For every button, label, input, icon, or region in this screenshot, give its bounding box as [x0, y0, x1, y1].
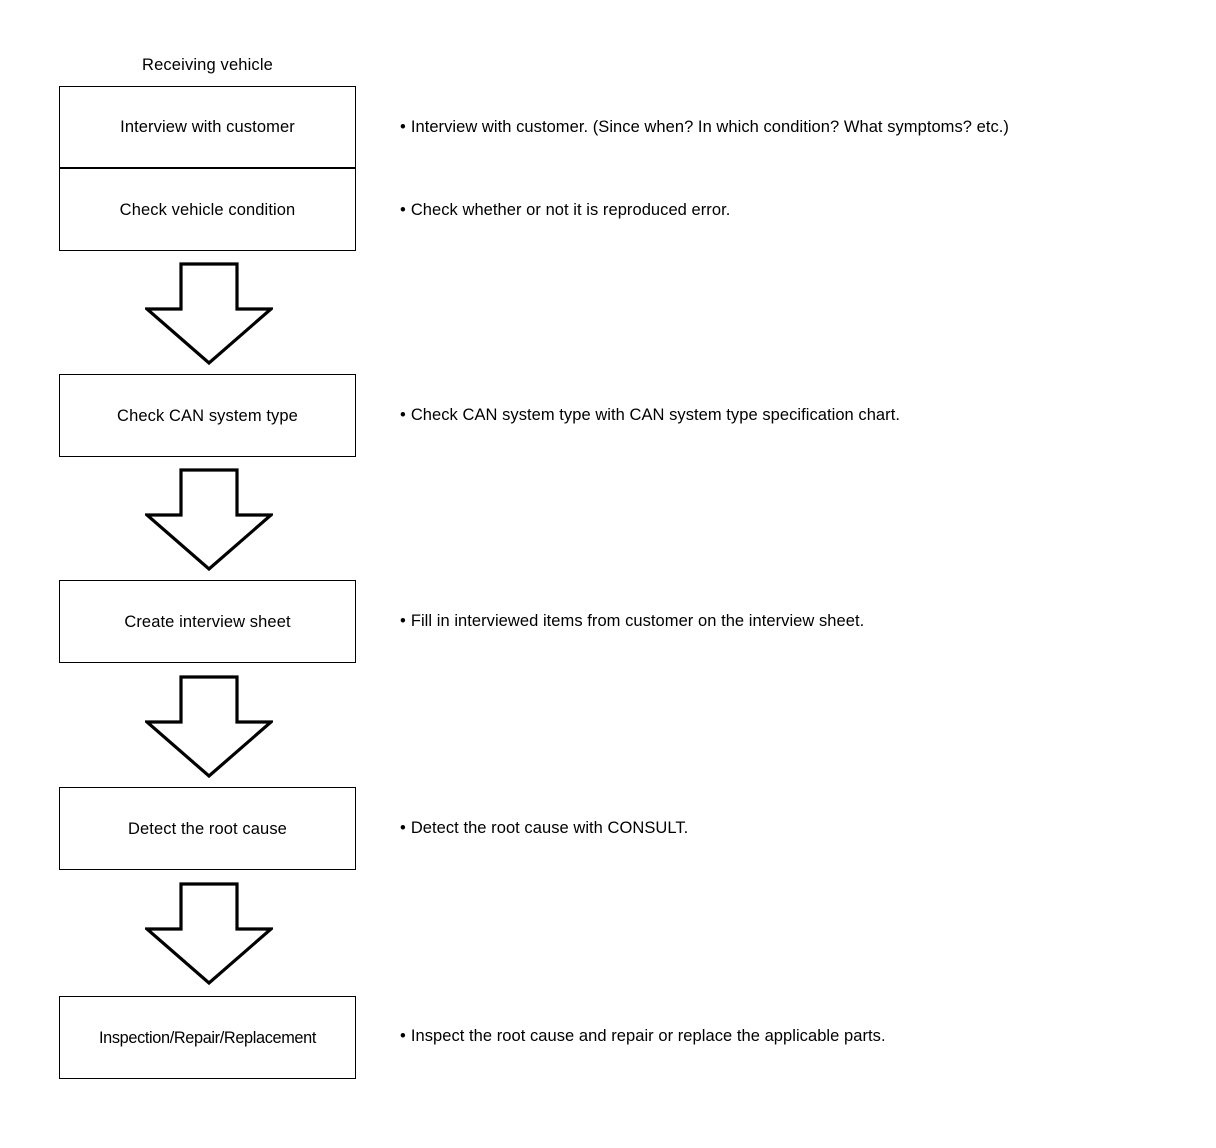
process-box-interview-with-customer[interactable]: Interview with customer — [59, 86, 356, 168]
note-interview-with-customer: •Interview with customer. (Since when? I… — [400, 117, 1190, 138]
process-label: Interview with customer — [120, 118, 295, 136]
note-text: Detect the root cause with CONSULT. — [410, 819, 689, 837]
bullet-icon: • — [400, 118, 406, 136]
note-check-can-system-type: •Check CAN system type with CAN system t… — [400, 405, 1190, 426]
note-text: Fill in interviewed items from customer … — [410, 612, 865, 630]
process-box-inspection-repair-replacement[interactable]: Inspection/Repair/Replacement — [59, 996, 356, 1079]
process-box-create-interview-sheet[interactable]: Create interview sheet — [59, 580, 356, 663]
note-text: Interview with customer. (Since when? In… — [410, 118, 1009, 136]
down-arrow-shape — [145, 675, 273, 779]
process-box-check-vehicle-condition[interactable]: Check vehicle condition — [59, 168, 356, 251]
down-arrow-shape — [145, 882, 273, 986]
note-create-interview-sheet: •Fill in interviewed items from customer… — [400, 611, 1190, 632]
bullet-icon: • — [400, 612, 406, 630]
note-check-vehicle-condition: •Check whether or not it is reproduced e… — [400, 200, 1190, 221]
process-label: Inspection/Repair/Replacement — [98, 1028, 316, 1047]
process-label: Check vehicle condition — [119, 200, 296, 219]
process-box-detect-the-root-cause[interactable]: Detect the root cause — [59, 787, 356, 870]
note-text: Check CAN system type with CAN system ty… — [410, 406, 900, 424]
column-label-receiving-vehicle: Receiving vehicle — [142, 56, 273, 74]
process-box-check-can-system-type[interactable]: Check CAN system type — [59, 374, 356, 457]
bullet-icon: • — [400, 201, 406, 219]
bullet-icon: • — [400, 406, 406, 424]
note-detect-the-root-cause: •Detect the root cause with CONSULT. — [400, 818, 1190, 839]
process-label: Detect the root cause — [128, 819, 287, 838]
bullet-icon: • — [400, 1027, 406, 1045]
down-arrow-icon — [145, 675, 273, 779]
note-inspection-repair-replacement: •Inspect the root cause and repair or re… — [400, 1026, 1190, 1047]
process-label: Create interview sheet — [124, 612, 291, 631]
down-arrow-icon — [145, 262, 273, 366]
down-arrow-icon — [145, 468, 273, 572]
down-arrow-icon — [145, 882, 273, 986]
bullet-icon: • — [400, 819, 406, 837]
note-text: Check whether or not it is reproduced er… — [410, 201, 731, 219]
down-arrow-shape — [145, 262, 273, 366]
note-text: Inspect the root cause and repair or rep… — [410, 1027, 886, 1045]
down-arrow-shape — [145, 468, 273, 572]
process-label: Check CAN system type — [117, 406, 298, 425]
